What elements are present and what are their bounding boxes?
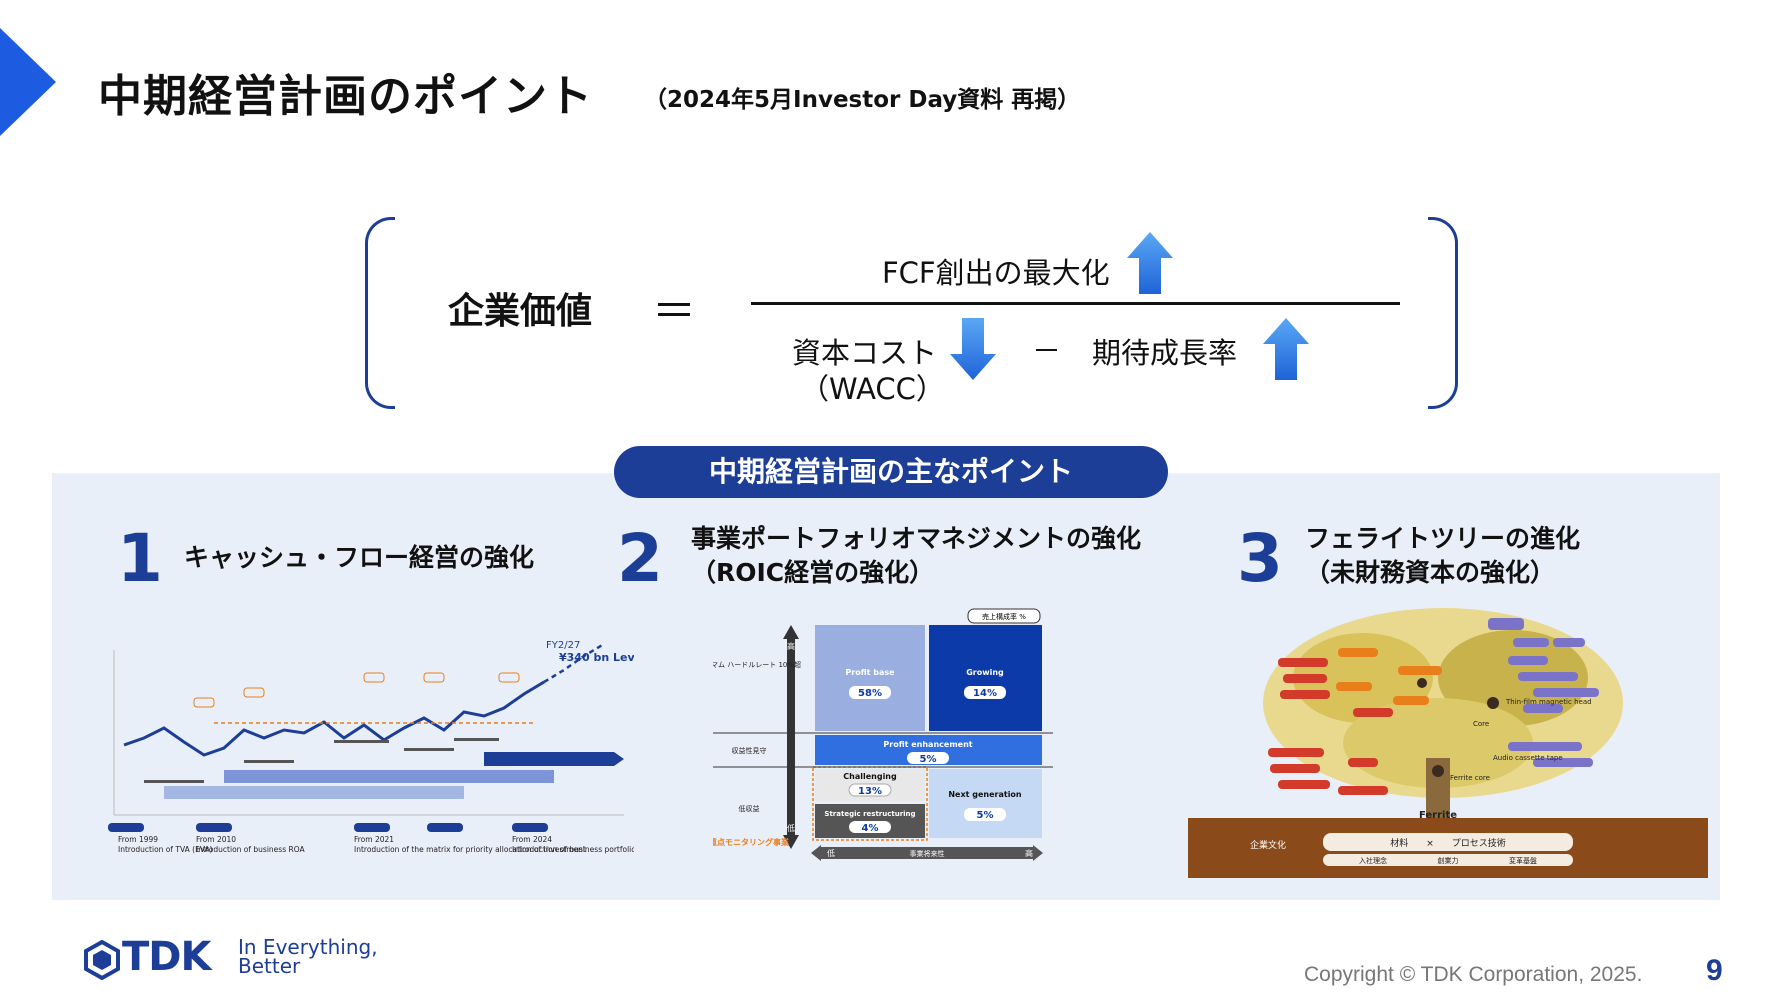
thumb1-annotation-badge: From 2024: [512, 835, 552, 844]
cell-profit-enhancement: Profit enhancement: [883, 740, 972, 749]
thumb1-annotation-text: Introduction of the matrix for priority …: [354, 845, 586, 854]
cell-next-generation: Next generation: [948, 790, 1022, 799]
cell-value: 5%: [977, 810, 994, 821]
point-3-text: フェライトツリーの進化: [1305, 524, 1581, 553]
leaf-label: Core: [1473, 720, 1489, 728]
thumb2-axis-high: 高: [787, 641, 795, 651]
thumb1-target-label: ¥340 bn Level: [559, 651, 634, 664]
x-axis-high: 高: [1025, 848, 1033, 858]
point-2-text: 事業ポートフォリオマネジメントの強化: [691, 524, 1142, 553]
formula-minus: －: [1032, 334, 1062, 368]
formula-equals: ＝: [652, 286, 696, 337]
row-label-watch: 収益性見守: [732, 746, 767, 755]
monitor-label: 重点モニタリング事業: [713, 837, 790, 847]
tagline-line: Better: [238, 954, 301, 978]
point-3-number: 3: [1237, 520, 1283, 597]
leaf-label: Ferrite core: [1450, 774, 1490, 782]
fraction-line: [751, 302, 1400, 305]
portfolio-matrix-thumbnail: 売上構成率 % 高 低 Profit base 58% Growing 14% …: [713, 605, 1053, 875]
formula-bracket-left: [365, 217, 395, 409]
leaf-label: Audio cassette tape: [1493, 754, 1563, 762]
ground-center-label: 材料 × プロセス技術: [1390, 837, 1506, 849]
thumb1-annotation-badge: From 2010: [196, 835, 236, 844]
formula-enterprise-value: 企業価値: [448, 291, 593, 332]
point-3-subtext: （未財務資本の強化）: [1305, 558, 1556, 587]
thumb1-annotation-text: Introduction of TVA (EVA): [118, 845, 213, 854]
ground-left-label: 企業文化: [1250, 839, 1286, 851]
point-1-text: キャッシュ・フロー経営の強化: [184, 543, 535, 572]
ground-sub-label: 創業力: [1438, 856, 1459, 865]
arrow-up-icon: [1263, 318, 1309, 380]
cell-value: 5%: [920, 754, 937, 765]
ferrite-trunk-label: Ferrite: [1419, 810, 1457, 821]
cell-profit-base: Profit base: [845, 668, 895, 677]
page-subtitle: （2024年5月Investor Day資料 再掲）: [644, 87, 1081, 113]
thumb1-fy-label: FY2/27: [546, 640, 580, 651]
thumb1-annotation-text: Introduction of business portfolio manag…: [512, 845, 634, 854]
formula-numerator: FCF創出の最大化: [882, 256, 1110, 290]
row-label-hurdle: ミニマム ハードルレート 10%超: [713, 660, 801, 669]
formula-bracket-right: [1428, 217, 1458, 409]
tdk-logo-icon: [84, 940, 120, 980]
key-points-heading: 中期経営計画の主なポイント: [614, 446, 1168, 498]
cell-growing: Growing: [966, 668, 1004, 677]
formula-wacc-note: （WACC）: [800, 372, 945, 406]
tagline-line: In Everything,: [238, 935, 378, 959]
cell-value: 13%: [858, 786, 882, 797]
arrow-up-icon: [1127, 232, 1173, 294]
formula-capital-cost: 資本コスト: [792, 336, 938, 370]
cashflow-history-thumbnail: FY2/27 ¥340 bn Level From 1999 Introduct…: [84, 630, 634, 860]
thumb2-legend: 売上構成率 %: [982, 612, 1026, 621]
formula-expected-growth: 期待成長率: [1092, 336, 1238, 370]
corner-chevron-decoration: [0, 28, 56, 136]
leaf-label: Thin-film magnetic head: [1505, 698, 1592, 706]
thumb1-annotation-text: Introduction of business ROA: [196, 845, 305, 854]
ferrite-tree-thumbnail: 企業文化 材料 × プロセス技術 入社理念 創業力 変革基盤 Ferrite T…: [1188, 608, 1708, 878]
page-title: 中期経営計画のポイント: [98, 71, 593, 122]
cell-strategic-restructuring: Strategic restructuring: [824, 810, 915, 818]
point-2-number: 2: [617, 520, 663, 597]
row-label-low: 低収益: [739, 804, 760, 813]
copyright: Copyright © TDK Corporation, 2025.: [1304, 963, 1643, 986]
thumb2-axis-low: 低: [787, 823, 795, 833]
ground-sub-label: 変革基盤: [1509, 856, 1537, 865]
tdk-tagline: In Everything, Better: [238, 935, 378, 978]
x-axis-label: 事業将来性: [910, 849, 945, 858]
cell-value: 14%: [973, 688, 997, 699]
thumb1-annotation-badge: From 1999: [118, 835, 158, 844]
arrow-down-icon: [950, 318, 996, 380]
cell-value: 4%: [862, 823, 879, 834]
thumb1-annotation-badge: From 2021: [354, 835, 394, 844]
x-axis-low: 低: [827, 848, 835, 858]
ground-sub-label: 入社理念: [1359, 856, 1387, 865]
point-1-number: 1: [117, 520, 163, 597]
cell-value: 58%: [858, 688, 882, 699]
point-2-subtext: （ROIC経営の強化）: [691, 558, 935, 587]
tdk-logo-text: TDK: [122, 934, 211, 980]
page-number: 9: [1706, 954, 1723, 987]
cell-challenging: Challenging: [843, 772, 897, 781]
